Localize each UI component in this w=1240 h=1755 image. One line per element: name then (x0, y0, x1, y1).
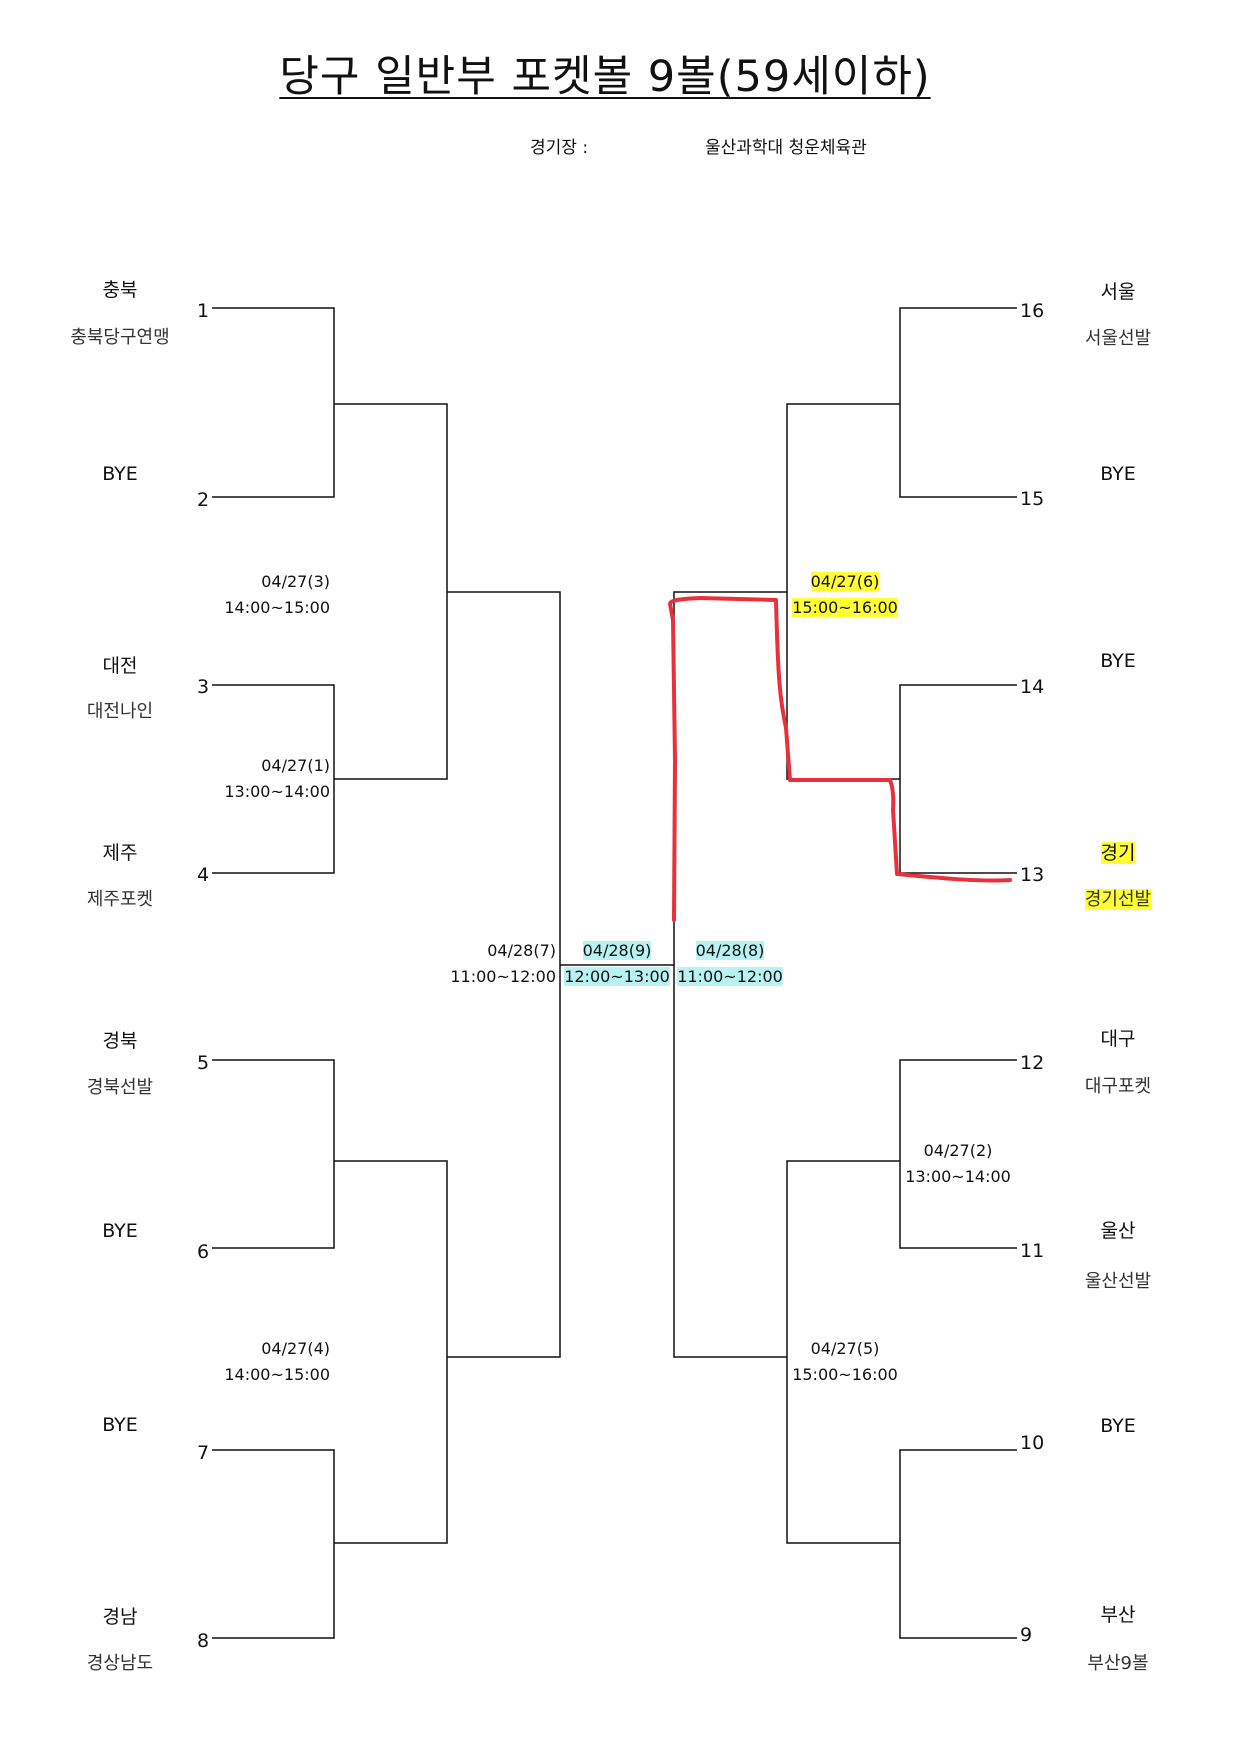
match-2-date: 04/27(2) (923, 1141, 993, 1160)
right-region-14: BYE (1100, 650, 1136, 672)
right-club-13-text: 경기선발 (1084, 889, 1152, 910)
match-6-label: 04/27(6) 15:00~16:00 (790, 569, 900, 621)
match-8-label: 04/28(8) 11:00~12:00 (676, 938, 784, 990)
left-region-6: BYE (102, 1220, 138, 1242)
match-9-date: 04/28(9) (582, 941, 652, 960)
left-region-8: 경남 (102, 1606, 138, 1628)
match-8-date: 04/28(8) (695, 941, 765, 960)
left-r1-pair-1-2 (212, 307, 335, 498)
right-club-13: 경기선발 (1018, 885, 1218, 911)
left-region-7: BYE (102, 1414, 138, 1436)
left-club-3: 대전나인 (86, 701, 154, 722)
left-region-1: 충북 (102, 279, 138, 301)
match-2-time: 13:00~14:00 (905, 1167, 1011, 1186)
match-7-label: 04/28(7) 11:00~12:00 (450, 938, 556, 990)
left-region-5: 경북 (102, 1030, 138, 1052)
right-semi (673, 591, 787, 1358)
venue-value: 울산과학대 청운체육관 (705, 138, 867, 158)
left-club-4: 제주포켓 (86, 889, 154, 910)
match-8-time: 11:00~12:00 (677, 967, 783, 986)
left-r1-pair-7-8 (212, 1449, 335, 1639)
match-5-label: 04/27(5) 15:00~16:00 (790, 1336, 900, 1388)
right-region-13-text: 경기 (1100, 842, 1136, 864)
left-seed-2: 2 (197, 489, 210, 511)
match-3-date: 04/27(3) (261, 572, 330, 591)
left-seed-7: 7 (197, 1442, 210, 1464)
left-region-2: BYE (102, 463, 138, 485)
right-region-11: 울산 (1100, 1220, 1136, 1242)
left-seed-5: 5 (197, 1052, 210, 1074)
match-1-label: 04/27(1) 13:00~14:00 (224, 753, 330, 805)
right-r1-pair-10-9 (899, 1449, 1017, 1639)
left-club-1: 충북당구연맹 (70, 327, 170, 348)
match-4-time: 14:00~15:00 (224, 1365, 330, 1384)
left-seed-1: 1 (197, 300, 210, 322)
right-seed-12: 12 (1020, 1052, 1045, 1074)
right-club-16: 서울선발 (1084, 328, 1152, 349)
match-3-label: 04/27(3) 14:00~15:00 (224, 569, 330, 621)
match-5-time: 15:00~16:00 (792, 1365, 898, 1384)
left-seed-8: 8 (197, 1630, 210, 1652)
right-r1-pair-12-11 (899, 1059, 1017, 1249)
left-club-5: 경북선발 (86, 1077, 154, 1098)
right-club-12: 대구포켓 (1084, 1076, 1152, 1097)
right-seed-11: 11 (1020, 1240, 1045, 1262)
right-seed-14: 14 (1020, 676, 1045, 698)
match-4-date: 04/27(4) (261, 1339, 330, 1358)
right-region-12: 대구 (1100, 1028, 1136, 1050)
match-7-date: 04/28(7) (487, 941, 556, 960)
right-region-15: BYE (1100, 463, 1136, 485)
match-1-date: 04/27(1) (261, 756, 330, 775)
match-6-date: 04/27(6) (810, 572, 880, 591)
right-r2-lower (786, 1160, 900, 1544)
left-seed-4: 4 (197, 864, 210, 886)
right-club-11: 울산선발 (1084, 1271, 1152, 1292)
right-region-16: 서울 (1100, 281, 1136, 303)
left-r2-lower (334, 1160, 448, 1544)
right-r1-pair-16-15 (899, 307, 1017, 498)
right-region-9: 부산 (1100, 1604, 1136, 1626)
left-seed-3: 3 (197, 676, 210, 698)
venue-label: 경기장 : (530, 138, 589, 158)
left-club-8: 경상남도 (86, 1653, 154, 1674)
match-5-date: 04/27(5) (810, 1339, 880, 1358)
page-title-text: 당구 일반부 포켓볼 9볼(59세이하) (279, 52, 931, 102)
match-3-time: 14:00~15:00 (224, 598, 330, 617)
match-7-time: 11:00~12:00 (450, 967, 556, 986)
left-semi (447, 591, 561, 1358)
left-r1-pair-5-6 (212, 1059, 335, 1249)
right-seed-10: 10 (1020, 1432, 1045, 1454)
match-6-time: 15:00~16:00 (792, 598, 898, 617)
match-1-time: 13:00~14:00 (224, 782, 330, 801)
right-club-9: 부산9볼 (1087, 1653, 1149, 1674)
match-4-label: 04/27(4) 14:00~15:00 (224, 1336, 330, 1388)
red-annotation-path (668, 596, 1012, 922)
right-region-10: BYE (1100, 1415, 1136, 1437)
right-seed-16: 16 (1020, 300, 1045, 322)
match-2-label: 04/27(2) 13:00~14:00 (903, 1138, 1013, 1190)
right-seed-9: 9 (1020, 1624, 1033, 1646)
left-region-4: 제주 (102, 842, 138, 864)
right-seed-13: 13 (1020, 864, 1045, 886)
match-9-time: 12:00~13:00 (564, 967, 670, 986)
left-r2-upper (334, 403, 448, 780)
page-title: 당구 일반부 포켓볼 9볼(59세이하) (0, 42, 1210, 104)
right-r1-pair-14-13 (899, 684, 1017, 874)
left-region-3: 대전 (102, 655, 138, 677)
right-region-13: 경기 (1018, 838, 1218, 865)
left-seed-6: 6 (197, 1241, 210, 1263)
match-9-label: 04/28(9) 12:00~13:00 (562, 938, 672, 990)
right-seed-15: 15 (1020, 488, 1045, 510)
